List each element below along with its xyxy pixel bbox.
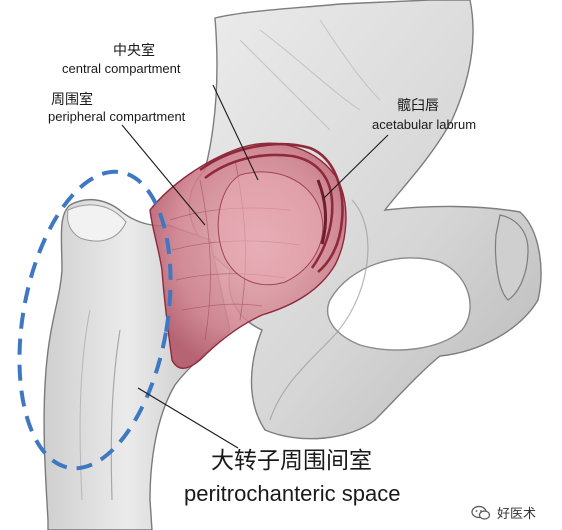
labrum-label-zh: 髋臼唇 <box>397 98 439 114</box>
peripheral-label-zh: 周围室 <box>51 92 93 108</box>
leader-central <box>212 84 259 181</box>
wechat-icon <box>471 505 491 520</box>
watermark: 好医术 <box>471 503 536 522</box>
acetabular-labrum <box>199 142 344 273</box>
central-label-zh: 中央室 <box>113 43 155 59</box>
leader-labrum <box>323 134 389 199</box>
peritrochanteric-label-zh: 大转子周围间室 <box>211 448 372 474</box>
leader-peripheral <box>121 124 206 226</box>
femoral-head <box>217 171 324 286</box>
peripheral-label-en: peripheral compartment <box>48 109 186 124</box>
watermark-text: 好医术 <box>496 507 536 522</box>
labrum-label-en: acetabular labrum <box>372 117 477 132</box>
central-label-en: central compartment <box>62 61 181 76</box>
peritrochanteric-label-en: peritrochanteric space <box>184 481 401 506</box>
peritrochanteric-ellipse <box>17 169 173 471</box>
leader-peritrochanteric <box>137 387 239 449</box>
pubic-ramus <box>494 214 529 301</box>
